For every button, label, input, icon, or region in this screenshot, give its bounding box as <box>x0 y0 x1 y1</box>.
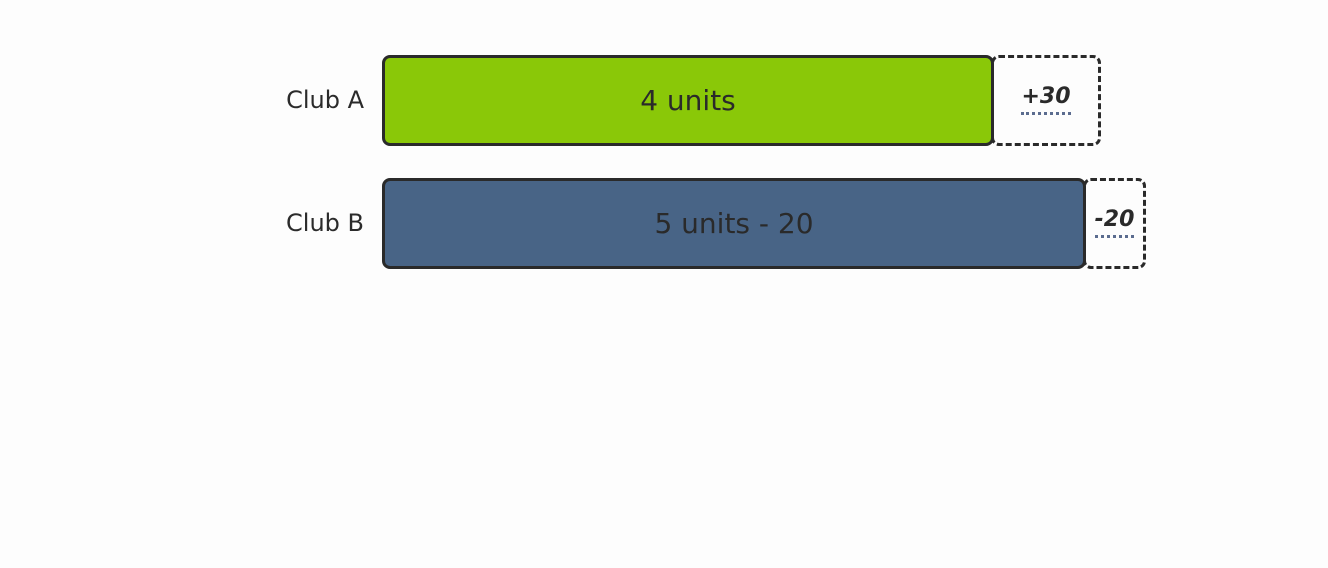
bar-club-a: 4 units <box>382 55 994 146</box>
bar-label-club-a: 4 units <box>640 83 736 117</box>
row-label-club-b: Club B <box>286 209 364 237</box>
delta-box-club-b: -20 <box>1083 178 1146 269</box>
delta-box-club-a: +30 <box>991 55 1101 146</box>
bar-club-b: 5 units - 20 <box>382 178 1086 269</box>
row-label-club-a: Club A <box>286 86 364 114</box>
delta-label-club-a: +30 <box>1021 86 1071 115</box>
delta-label-club-b: -20 <box>1094 209 1135 238</box>
bar-label-club-b: 5 units - 20 <box>654 206 814 240</box>
